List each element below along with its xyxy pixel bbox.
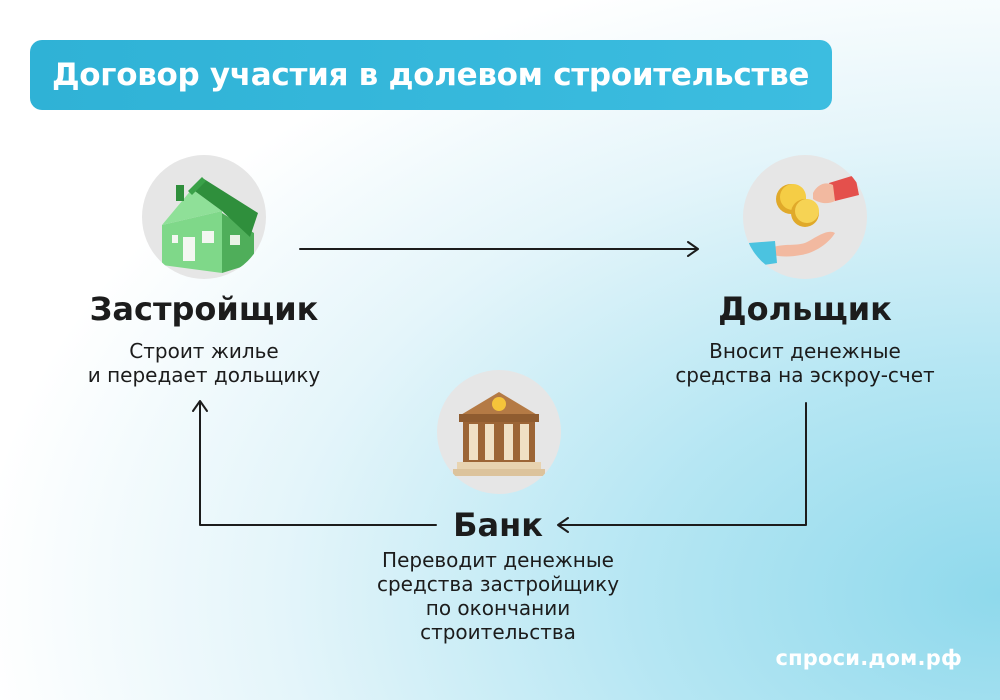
arrow-bank-to-developer [192,400,437,526]
shareholder-desc-line: средства на эскроу-счет [675,363,935,387]
bank-desc-line: по окончании [425,596,571,620]
developer-description: Строит жилье и передает дольщику [88,339,321,387]
shareholder-desc-line: Вносит денежные [709,339,901,363]
developer-desc-line: Строит жилье [129,339,279,363]
page-title: Договор участия в долевом строительстве [52,57,810,93]
bank-title: Банк [453,506,543,544]
bank-description: Переводит денежные средства застройщику … [377,548,619,644]
bank-desc-line: строительства [420,620,576,644]
bank-desc-line: Переводит денежные [382,548,614,572]
developer-title: Застройщик [89,290,319,328]
coins-hands-icon [743,155,867,279]
shareholder-title: Дольщик [718,290,892,328]
bank-building-icon [437,370,561,494]
arrow-shareholder-to-bank [557,402,807,533]
developer-desc-line: и передает дольщику [87,363,321,387]
shareholder-description: Вносит денежные средства на эскроу-счет [675,339,934,387]
arrow-developer-to-shareholder [299,241,699,257]
title-banner: Договор участия в долевом строительстве [30,40,832,110]
bank-desc-line: средства застройщику [376,572,620,596]
house-icon [142,155,266,279]
brand-link[interactable]: спроси.дом.рф [775,646,962,670]
